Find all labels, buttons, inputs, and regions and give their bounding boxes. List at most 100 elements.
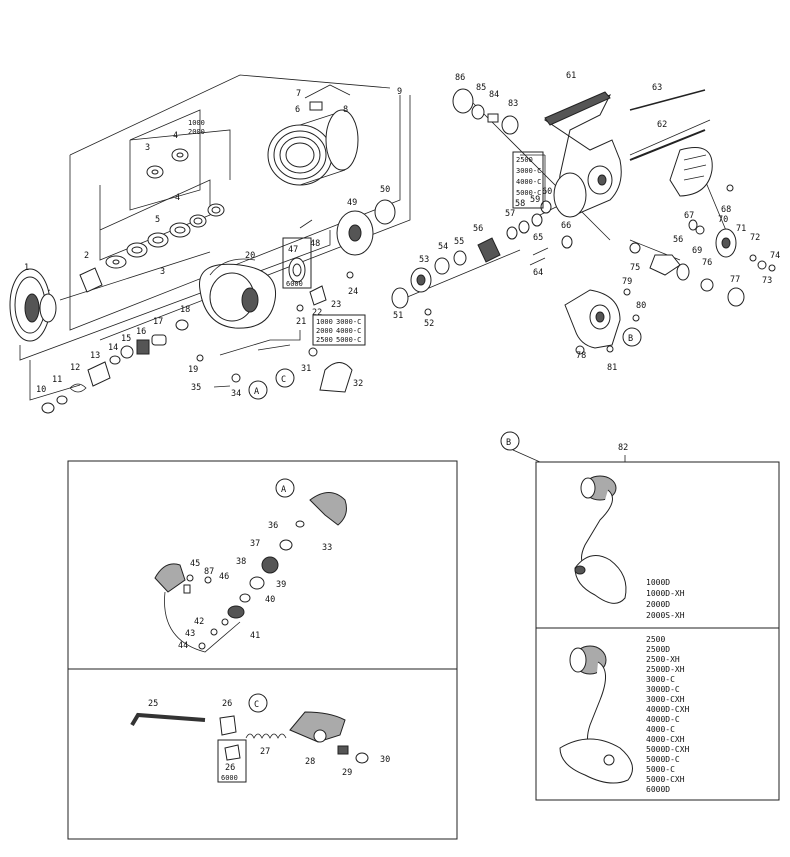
- label-65: 65: [533, 233, 543, 243]
- label-87: 87: [204, 567, 214, 577]
- label-51: 51: [393, 311, 403, 321]
- label-8: 8: [343, 105, 348, 115]
- part-bearings-right: [452, 88, 776, 307]
- handle-top-model-4: 2000S-XH: [646, 611, 685, 620]
- part-line-roller: [319, 362, 353, 393]
- handle-top-model-3: 2000D: [646, 600, 670, 609]
- label-31: 31: [301, 364, 311, 374]
- label-50: 50: [380, 185, 390, 195]
- label-57: 57: [505, 209, 515, 219]
- label-64: 64: [533, 268, 543, 278]
- callout-c: C: [275, 368, 295, 388]
- part-rotor: [199, 258, 277, 329]
- panel-b-callout: B: [506, 438, 511, 448]
- part-body-frame: [543, 91, 622, 218]
- label-75: 75: [630, 263, 640, 273]
- label-12: 12: [70, 363, 80, 373]
- bail-variant-box: 1000 3000-C 2000 4000-C 2500 5000-C: [312, 314, 366, 346]
- panel-c-parts: C: [130, 693, 369, 783]
- label-7: 7: [296, 89, 301, 99]
- handle-bottom-model-7: 3000-CXH: [646, 695, 685, 704]
- handle-bottom-model-16: 6000D: [646, 785, 670, 794]
- handle-bottom-model-12: 5000D-CXH: [646, 745, 690, 754]
- label-14: 14: [108, 343, 118, 353]
- label-26b: 26: [225, 763, 235, 773]
- variant-6000-c: 6000: [221, 774, 238, 782]
- label-15: 15: [121, 334, 131, 344]
- gear-variant-box: 2500 3000-C 4000-C 5000-C: [512, 151, 544, 209]
- label-83: 83: [508, 99, 518, 109]
- handle-bottom-model-1: 2500: [646, 635, 665, 644]
- label-53: 53: [419, 255, 429, 265]
- label-59: 59: [530, 195, 540, 205]
- part-drag-knob: [9, 268, 57, 342]
- callout-b: B: [622, 327, 642, 347]
- label-4: 4: [173, 131, 178, 141]
- label-9: 9: [397, 87, 402, 97]
- part-spool-washers: [105, 203, 225, 269]
- handle-bottom-models: 2500 2500D 2500-XH 2500D-XH 3000-C 3000D…: [646, 635, 690, 794]
- part-spool: [267, 109, 359, 186]
- panel-c-labels: 25 26 26 6000 27 28 29 30: [148, 699, 390, 782]
- label-84: 84: [489, 90, 499, 100]
- label-74: 74: [770, 251, 780, 261]
- panel-a-parts: A: [154, 478, 347, 653]
- handle-bottom-model-9: 4000D-C: [646, 715, 680, 724]
- part-drag-washer: [79, 267, 103, 293]
- handle-bottom-model-4: 2500D-XH: [646, 665, 685, 674]
- rotor-variant: 6000: [286, 280, 303, 288]
- part-gearbox-body: [564, 288, 640, 355]
- handle-bottom-model-10: 4000-C: [646, 725, 675, 734]
- bail-variant-6: 5000-C: [336, 336, 361, 344]
- bail-variant-1: 1000: [316, 318, 333, 326]
- label-6: 6: [295, 105, 300, 115]
- label-36: 36: [268, 521, 278, 531]
- rotor-variant-box: 6000: [282, 237, 312, 289]
- label-21: 21: [296, 317, 306, 327]
- label-48: 48: [310, 239, 320, 249]
- handle-top-drawing: [574, 475, 627, 604]
- handle-bottom-model-13: 5000D-C: [646, 755, 680, 764]
- bail-variant-4: 4000-C: [336, 327, 361, 335]
- label-3: 3: [145, 143, 150, 153]
- svg-text:B: B: [628, 334, 633, 344]
- label-82: 82: [618, 443, 628, 453]
- label-40: 40: [265, 595, 275, 605]
- label-46: 46: [219, 572, 229, 582]
- label-24: 24: [348, 287, 358, 297]
- part-pinion-gear: [649, 254, 714, 292]
- handle-bottom-model-2: 2500D: [646, 645, 670, 654]
- handle-bottom-model-15: 5000-CXH: [646, 775, 685, 784]
- label-73: 73: [762, 276, 772, 286]
- panel-a-callout: A: [281, 485, 286, 495]
- label-56: 56: [473, 224, 483, 234]
- label-58: 58: [515, 199, 525, 209]
- label-81: 81: [607, 363, 617, 373]
- part-spool-clip: [304, 84, 351, 111]
- label-78: 78: [576, 351, 586, 361]
- label-49: 49: [347, 198, 357, 208]
- label-32: 32: [353, 379, 363, 389]
- handle-bottom-model-8: 4000D-CXH: [646, 705, 690, 714]
- label-28: 28: [305, 757, 315, 767]
- handle-top-models: 1000D 1000D-XH 2000D 2000S-XH: [646, 578, 685, 620]
- label-80: 80: [636, 301, 646, 311]
- label-45: 45: [190, 559, 200, 569]
- label-79: 79: [622, 277, 632, 287]
- label-47: 47: [288, 245, 298, 255]
- label-66: 66: [561, 221, 571, 231]
- label-38: 38: [236, 557, 246, 567]
- handle-top-model-2: 1000D-XH: [646, 589, 685, 598]
- label-22: 22: [312, 308, 322, 318]
- label-30: 30: [380, 755, 390, 765]
- label-68: 68: [721, 205, 731, 215]
- part-bail-arm-small: [288, 257, 327, 312]
- handle-bottom-model-6: 3000D-C: [646, 685, 680, 694]
- label-42: 42: [194, 617, 204, 627]
- bail-variant-3: 2000: [316, 327, 333, 335]
- label-67: 67: [684, 211, 694, 221]
- callout-a: A: [248, 380, 268, 400]
- part-spring-group: [41, 319, 189, 414]
- label-86: 86: [455, 73, 465, 83]
- label-19: 19: [188, 365, 198, 375]
